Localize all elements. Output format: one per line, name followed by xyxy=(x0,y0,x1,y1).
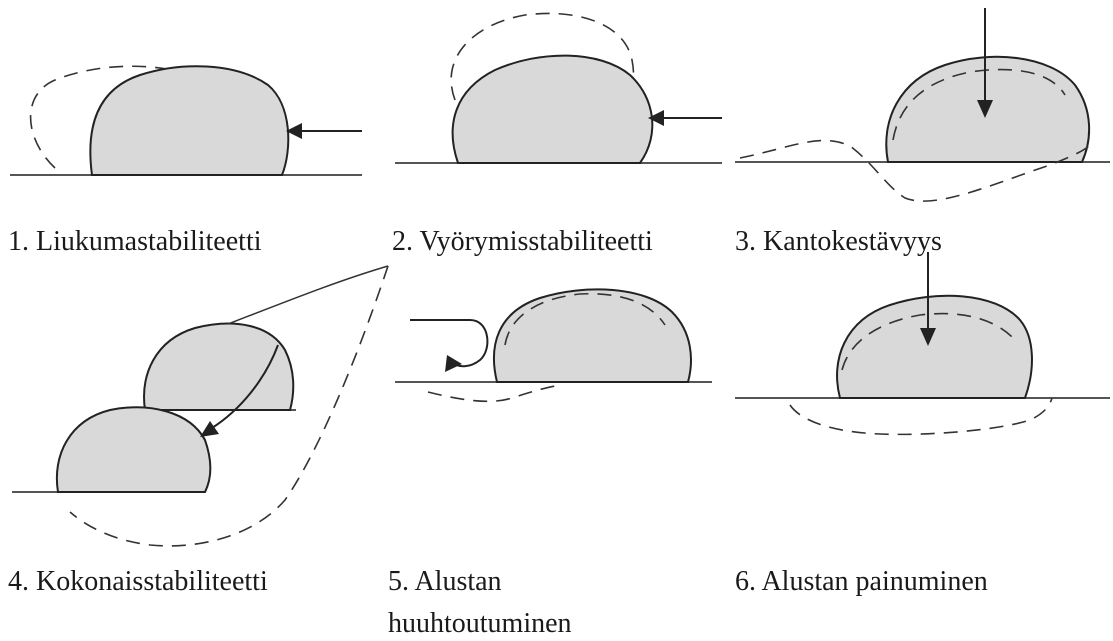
settlement-outline xyxy=(789,397,1053,436)
scour-outline xyxy=(427,385,556,403)
load-arrowhead xyxy=(648,110,664,126)
settlement-outline xyxy=(739,139,1091,202)
panel-5-scour: 5. Alustan huuhtoutuminen xyxy=(388,288,712,639)
displaced-outline xyxy=(504,292,666,346)
load-arrowhead xyxy=(286,123,302,139)
breakwater-body xyxy=(451,54,654,164)
flow-arrow xyxy=(410,319,489,368)
slip-circle xyxy=(69,265,389,547)
load-arrowhead xyxy=(200,421,219,437)
load-arrow-line xyxy=(211,344,279,429)
panel-4-overall-stability: 4. Kokonaisstabiliteetti xyxy=(8,265,389,597)
panel-3-bearing-capacity: 3. Kantokestävyys xyxy=(735,8,1110,257)
panel-label: 3. Kantokestävyys xyxy=(735,226,942,257)
displaced-outline xyxy=(841,312,1016,371)
breakwater-body-upper xyxy=(143,322,295,411)
breakwater-body xyxy=(89,65,290,176)
displaced-outline xyxy=(892,68,1066,141)
panel-label: 1. Liukumastabiliteetti xyxy=(8,226,262,257)
breakwater-body-lower xyxy=(55,406,212,493)
panel-label: 6. Alustan painuminen xyxy=(735,566,988,597)
panel-2-overturning: 2. Vyörymisstabiliteetti xyxy=(392,12,722,257)
flow-arrowhead xyxy=(445,355,462,372)
breakwater-body xyxy=(836,294,1033,399)
panel-label-line1: 5. Alustan xyxy=(388,566,502,597)
displaced-outline xyxy=(450,12,635,116)
panel-1-sliding: 1. Liukumastabiliteetti xyxy=(8,65,362,257)
load-arrowhead xyxy=(920,328,936,346)
breakwater-body xyxy=(493,288,692,383)
slip-circle-line xyxy=(227,265,389,325)
panel-label: 4. Kokonaisstabiliteetti xyxy=(8,566,268,597)
panel-label: 2. Vyörymisstabiliteetti xyxy=(392,226,653,257)
panel-label-line2: huuhtoutuminen xyxy=(388,608,572,639)
panel-6-settlement: 6. Alustan painuminen xyxy=(735,252,1110,597)
load-arrowhead xyxy=(977,100,993,118)
